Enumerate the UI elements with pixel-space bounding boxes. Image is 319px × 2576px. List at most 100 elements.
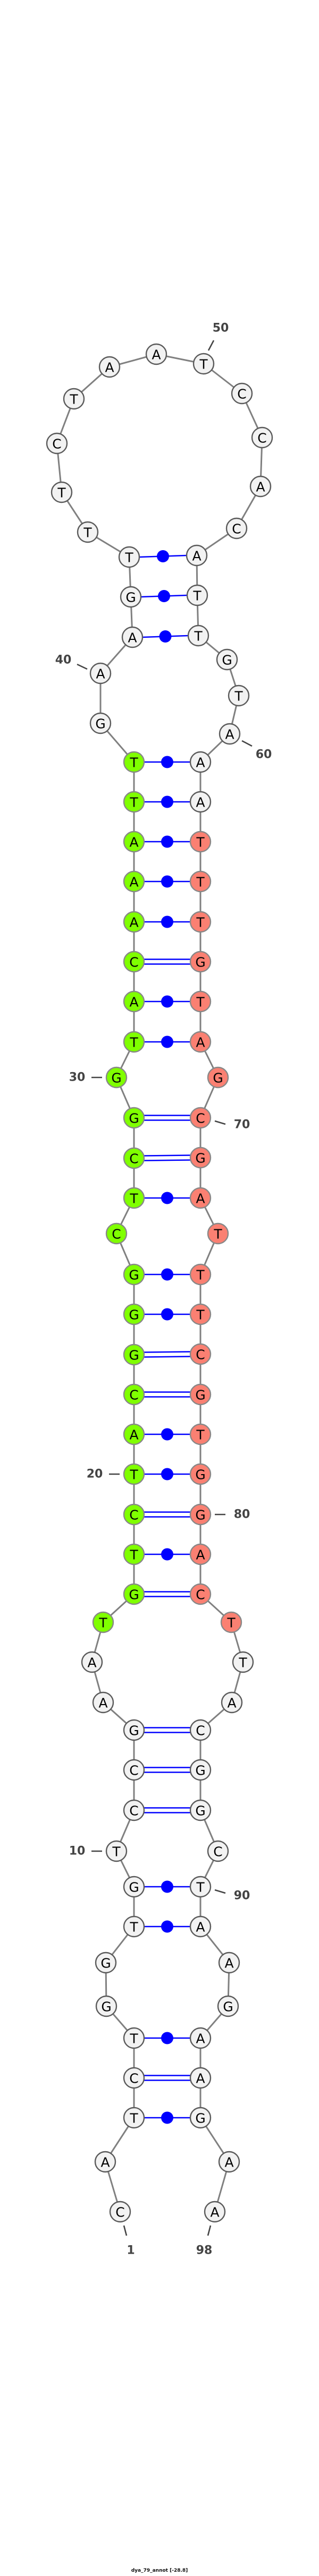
nucleotide-circle (123, 1915, 145, 1938)
nucleotide-circle (123, 1583, 145, 1605)
nucleotide-circle (189, 1759, 212, 1781)
nucleotide-11: C (123, 1799, 145, 1821)
nucleotide-letter: A (196, 1547, 205, 1563)
base-pair-37-62 (144, 795, 190, 808)
nucleotide-98: A (204, 2201, 226, 2223)
base-pair-11-88 (144, 1807, 190, 1813)
nucleotide-circle (189, 791, 212, 813)
nucleotide-87: G (189, 1759, 212, 1781)
nucleotide-circle (92, 1611, 114, 1633)
nucleotide-letter: T (129, 1547, 138, 1563)
label-text: 80 (234, 1508, 250, 1521)
nucleotide-86: C (189, 1719, 212, 1741)
pair-dot (158, 590, 170, 602)
pair-line (144, 1159, 191, 1161)
nucleotide-39: G (89, 712, 112, 734)
nucleotide-letter: G (129, 1587, 139, 1603)
nucleotide-97: A (218, 2151, 240, 2173)
label-tick (77, 663, 88, 670)
nucleotide-letter: A (224, 1956, 233, 1971)
nucleotide-circle (189, 2107, 212, 2129)
nucleotide-circle (187, 624, 209, 647)
nucleotide-32: A (123, 990, 145, 1013)
nucleotide-letter: A (129, 995, 138, 1010)
nucleotide-43: T (118, 546, 140, 568)
nucleotide-48: A (98, 356, 121, 378)
pair-dot (161, 1880, 173, 1893)
nucleotide-letter: A (129, 1427, 138, 1443)
nucleotide-67: T (189, 990, 212, 1013)
nucleotide-letter: A (129, 875, 138, 890)
nucleotide-52: C (251, 426, 273, 449)
pair-dot (161, 995, 173, 1008)
nucleotide-circle (123, 791, 145, 813)
pair-dot (161, 1548, 173, 1561)
position-label-20: 20 (87, 1468, 120, 1481)
base-pair-8-91 (144, 1920, 190, 1933)
nucleotide-80: G (189, 1503, 212, 1526)
base-pair-12-87 (144, 1767, 190, 1773)
nucleotide-circle (207, 1222, 229, 1245)
nucleotide-letter: T (129, 795, 138, 810)
nucleotide-circle (123, 751, 145, 773)
nucleotide-circle (189, 1915, 212, 1938)
nucleotide-circle (228, 684, 250, 707)
nucleotide-letter: A (256, 480, 265, 495)
nucleotide-letter: C (115, 2205, 124, 2220)
nucleotide-78: T (189, 1423, 212, 1445)
nucleotide-letter: T (234, 689, 243, 704)
nucleotide-29: G (123, 1107, 145, 1129)
nucleotide-93: G (217, 1995, 239, 2017)
nucleotide-31: T (123, 1031, 145, 1053)
nucleotide-79: G (189, 1463, 212, 1485)
nucleotide-letter: T (129, 1467, 138, 1483)
nucleotide-circle (123, 2107, 145, 2129)
nucleotide-circle (189, 1107, 212, 1129)
nucleotide-circle (189, 1543, 212, 1565)
label-text: 40 (55, 654, 72, 667)
nucleotide-letter: C (129, 1388, 138, 1403)
base-pair-17-82 (144, 1591, 190, 1597)
nucleotide-circle (123, 1543, 145, 1565)
nucleotide-24: G (123, 1303, 145, 1325)
nucleotide-54: C (225, 517, 248, 540)
nucleotide-circle (123, 1423, 145, 1445)
nucleotide-circle (123, 1383, 145, 1406)
nucleotide-circle (189, 1876, 212, 1898)
nucleotide-letter: A (225, 727, 234, 742)
nucleotide-circle (123, 1503, 145, 1526)
nucleotide-91: A (189, 1915, 212, 1938)
nucleotide-circle (189, 1031, 212, 1053)
nucleotide-83: T (220, 1611, 242, 1633)
nucleotide-18: T (123, 1543, 145, 1565)
pair-dot (161, 2111, 173, 2124)
nucleotide-letter: G (129, 1111, 139, 1126)
position-label-40: 40 (55, 654, 88, 670)
nucleotide-letter: C (129, 955, 138, 970)
pair-dot (161, 2032, 173, 2044)
nucleotide-circle (218, 2151, 240, 2173)
nucleotide-circle (189, 831, 212, 853)
nucleotide-circle (221, 1691, 243, 1714)
label-text: 1 (127, 2244, 135, 2257)
label-text: 60 (256, 748, 272, 761)
nucleotide-letter: C (129, 1763, 138, 1778)
nucleotide-circle (123, 1463, 145, 1485)
nucleotide-circle (189, 1263, 212, 1286)
nucleotide-letter: T (129, 1191, 138, 1206)
nucleotide-letter: G (129, 1348, 139, 1363)
label-text: 90 (234, 1889, 250, 1903)
nucleotide-letter: C (232, 521, 241, 537)
nucleotide-16: T (92, 1611, 114, 1633)
nucleotide-9: G (123, 1876, 145, 1898)
nucleotide-circle (123, 1263, 145, 1286)
nucleotide-circle (81, 1651, 103, 1673)
nucleotide-letter: T (196, 915, 205, 930)
nucleotide-10: T (105, 1840, 128, 1862)
nucleotide-circle (189, 951, 212, 973)
nucleotide-circle (189, 990, 212, 1013)
nucleotide-circle (123, 831, 145, 853)
nucleotide-21: A (123, 1423, 145, 1445)
nucleotide-letter: A (129, 915, 138, 930)
nucleotide-letter: T (196, 835, 205, 850)
